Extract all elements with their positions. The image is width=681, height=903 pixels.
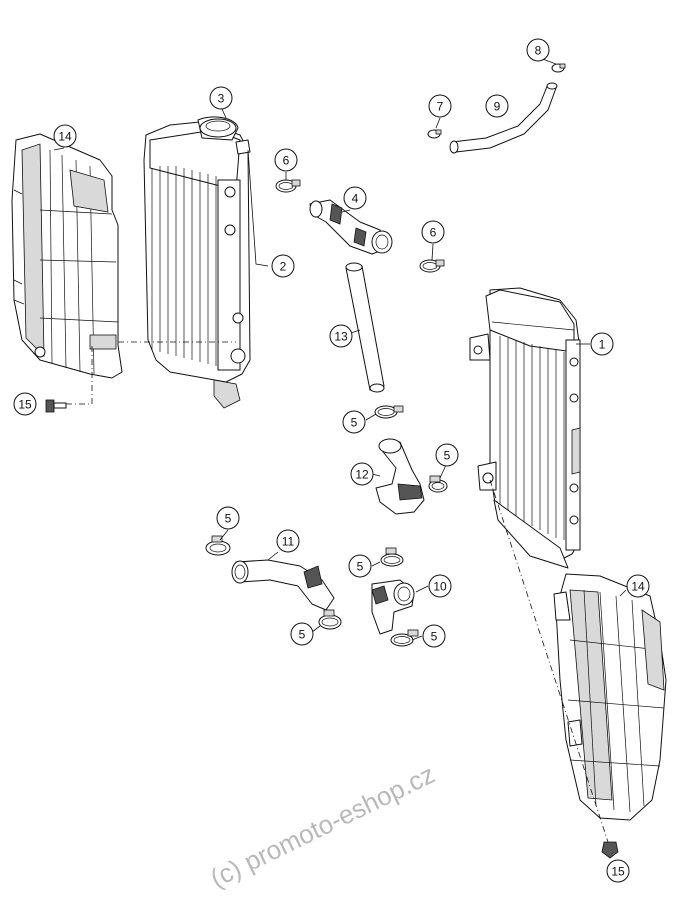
callout-circle <box>422 624 446 648</box>
callout-circle <box>271 254 295 278</box>
callout-number: 7 <box>437 100 444 114</box>
watermark-text: (c) promoto-eshop.cz <box>205 759 439 894</box>
tube-13 <box>345 262 385 393</box>
callout-number: 1 <box>599 338 606 352</box>
callout-c12: 12 <box>350 462 374 486</box>
callout-c6a: 6 <box>274 148 298 172</box>
callout-circle <box>350 462 374 486</box>
callout-circle <box>274 148 298 172</box>
clamp-6-upper <box>275 179 301 193</box>
callout-number: 5 <box>225 512 232 526</box>
callout-number: 14 <box>631 580 645 594</box>
breather-hose-9 <box>449 82 558 154</box>
clamp-8 <box>551 63 566 73</box>
callout-c6b: 6 <box>421 220 445 244</box>
callout-c10: 10 <box>428 574 452 598</box>
callout-circle <box>276 529 300 553</box>
callout-circle <box>421 220 445 244</box>
left-radiator-fins <box>151 166 217 366</box>
callout-number: 6 <box>283 154 290 168</box>
callout-number: 5 <box>431 630 438 644</box>
callout-number: 12 <box>355 468 369 482</box>
callout-c15a: 15 <box>13 392 37 416</box>
callout-number: 5 <box>357 560 364 574</box>
callout-circle <box>590 332 614 356</box>
callout-number: 5 <box>351 416 358 430</box>
callout-circle <box>485 94 509 118</box>
callout-number: 4 <box>352 192 359 206</box>
callout-circle <box>329 324 353 348</box>
right-radiator-guard <box>553 573 667 821</box>
callout-c11: 11 <box>276 529 300 553</box>
clamp-6-lower <box>419 259 445 273</box>
callout-c9: 9 <box>485 94 509 118</box>
callout-circle <box>428 574 452 598</box>
callout-c14a: 14 <box>53 124 77 148</box>
callout-c4: 4 <box>343 186 367 210</box>
clamp-7 <box>427 129 442 139</box>
clamp-5-e <box>380 547 404 567</box>
callout-number: 15 <box>611 865 625 879</box>
callout-number: 11 <box>282 535 295 549</box>
clamp-5-f <box>390 629 419 647</box>
hose-4 <box>309 199 393 255</box>
callout-circle <box>216 506 240 530</box>
hose-12 <box>375 438 425 515</box>
callout-c5a: 5 <box>342 410 366 434</box>
left-radiator <box>143 116 251 409</box>
callout-circle <box>53 124 77 148</box>
callout-circle <box>342 410 366 434</box>
callout-c2: 2 <box>271 254 295 278</box>
callout-c5e: 5 <box>348 554 372 578</box>
clamp-5-a <box>374 405 404 419</box>
callout-c8: 8 <box>526 38 550 62</box>
clamp-5-b <box>428 475 448 493</box>
callout-circle <box>348 554 372 578</box>
callout-c5f: 5 <box>422 624 446 648</box>
clamp-5-d <box>318 609 342 630</box>
callout-number: 2 <box>280 260 287 274</box>
callout-circle <box>526 38 550 62</box>
callout-number: 13 <box>334 330 348 344</box>
hose-11 <box>231 559 335 611</box>
callout-circle <box>428 94 452 118</box>
callout-c3: 3 <box>209 86 233 110</box>
callout-circle <box>435 443 459 467</box>
callout-circle <box>209 86 233 110</box>
callout-c13: 13 <box>329 324 353 348</box>
screw-15-right <box>601 841 619 859</box>
callout-c15b: 15 <box>606 859 630 883</box>
callout-number: 8 <box>535 44 542 58</box>
callout-c5c: 5 <box>216 506 240 530</box>
screw-15-left <box>45 399 67 413</box>
right-radiator-fins <box>499 336 565 540</box>
callout-number: 5 <box>444 449 451 463</box>
callout-c5d: 5 <box>290 622 314 646</box>
callout-number: 6 <box>430 226 437 240</box>
callout-c7: 7 <box>428 94 452 118</box>
callout-c14b: 14 <box>626 574 650 598</box>
clamp-5-c <box>205 535 231 556</box>
callout-number: 10 <box>433 580 447 594</box>
callout-circle <box>626 574 650 598</box>
callout-c1: 1 <box>590 332 614 356</box>
callout-circle <box>290 622 314 646</box>
callout-circle <box>343 186 367 210</box>
callout-number: 5 <box>299 628 306 642</box>
left-radiator-guard <box>11 133 123 379</box>
callout-number: 9 <box>494 100 501 114</box>
right-radiator <box>469 287 581 569</box>
callout-circle <box>13 392 37 416</box>
callout-number: 14 <box>58 130 72 144</box>
callout-c5b: 5 <box>435 443 459 467</box>
callout-number: 3 <box>218 92 225 106</box>
callout-circle <box>606 859 630 883</box>
callout-number: 15 <box>18 398 32 412</box>
hose-10 <box>371 579 415 635</box>
